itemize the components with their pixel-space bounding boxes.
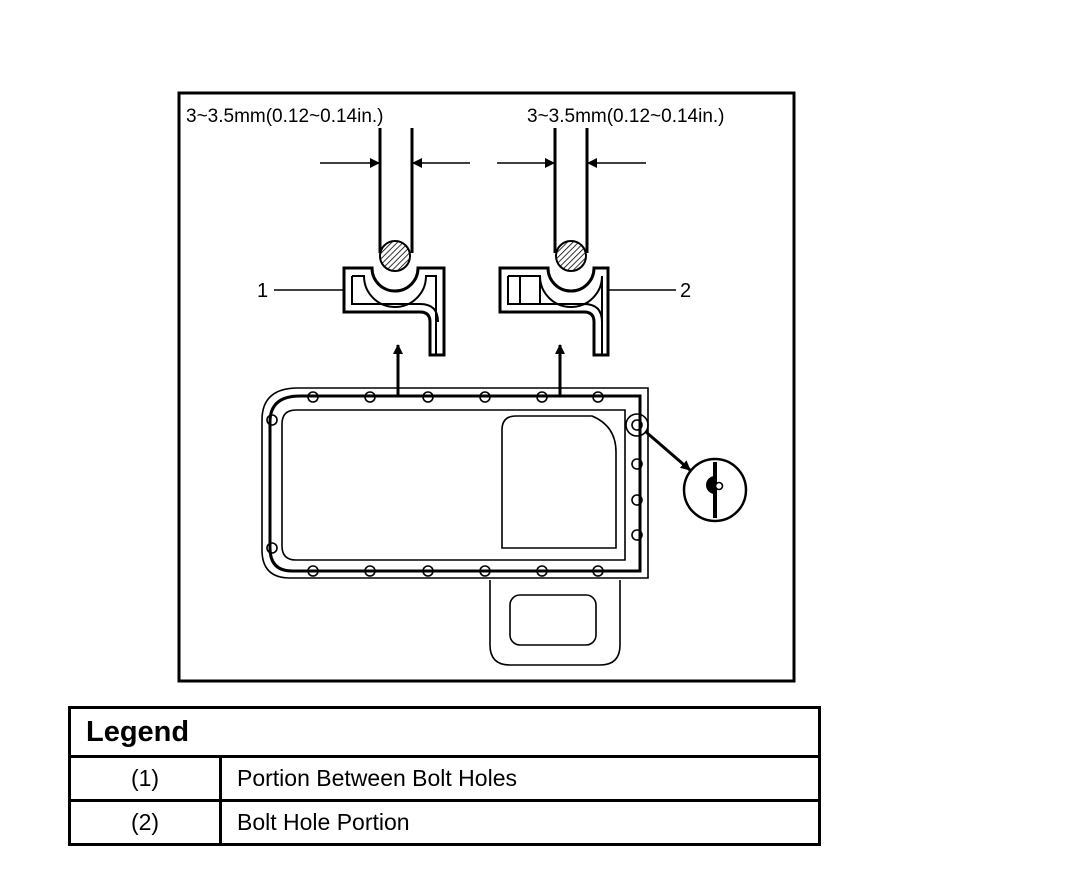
oil-pan [261, 387, 649, 666]
oil-pan-pickup-window [509, 594, 597, 646]
flange-section-right [498, 266, 610, 357]
legend-table: Legend (1) Portion Between Bolt Holes (2… [68, 706, 821, 846]
callout-label-2: 2 [680, 280, 691, 302]
legend-key: (2) [68, 799, 222, 846]
zoom-marker [625, 413, 649, 437]
oil-pan-sump [501, 415, 617, 549]
detail-arrows [393, 344, 565, 395]
callout-label-1: 1 [257, 280, 268, 302]
dimension-label-right: 3~3.5mm(0.12~0.14in.) [527, 106, 725, 127]
oil-pan-inner [281, 409, 626, 561]
bolt-holes [266, 391, 643, 577]
oil-pan-sealant-diagram: 3~3.5mm(0.12~0.14in.) 3~3.5mm(0.12~0.14i… [177, 91, 796, 683]
legend-header-row: Legend [68, 706, 821, 758]
legend-key: (1) [68, 755, 222, 802]
detail-circle [682, 457, 748, 523]
legend-row: (2) Bolt Hole Portion [68, 799, 821, 846]
nozzle-left [378, 128, 414, 253]
sealant-bead-right [555, 240, 587, 272]
oil-pan-outer [261, 387, 649, 579]
flange-inner-right [507, 275, 603, 355]
legend-description: Portion Between Bolt Holes [219, 755, 821, 802]
legend-title: Legend [68, 706, 821, 758]
oil-pan-pickup [489, 580, 621, 666]
legend-description: Bolt Hole Portion [219, 799, 821, 846]
flange-section-left [342, 266, 446, 357]
sealant-bead-left [379, 240, 411, 272]
legend-row: (1) Portion Between Bolt Holes [68, 755, 821, 802]
oil-pan-flange [268, 394, 642, 573]
dimension-label-left: 3~3.5mm(0.12~0.14in.) [186, 106, 384, 127]
zoom-arrow [645, 430, 691, 472]
nozzle-right [553, 128, 589, 253]
flange-inner-left [351, 275, 439, 355]
figure-frame [177, 91, 796, 683]
